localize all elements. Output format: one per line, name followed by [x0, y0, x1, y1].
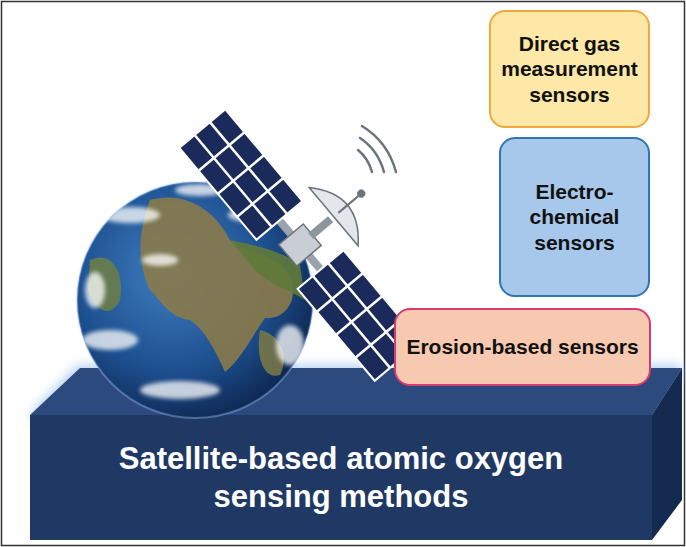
base-label: Satellite-based atomic oxygen sensing me… — [30, 415, 652, 540]
method-box: Direct gas measurement sensors — [489, 10, 650, 128]
node-text: Satellite-based atomic oxygen sensing me… — [91, 440, 591, 516]
signal-waves — [358, 126, 396, 172]
node-text: Erosion-based sensors — [406, 334, 638, 360]
method-box: Erosion-based sensors — [394, 308, 651, 386]
node-text: Electro- chemical sensors — [509, 179, 640, 256]
method-box: Electro- chemical sensors — [499, 137, 650, 297]
node-text: Direct gas measurement sensors — [499, 31, 640, 108]
